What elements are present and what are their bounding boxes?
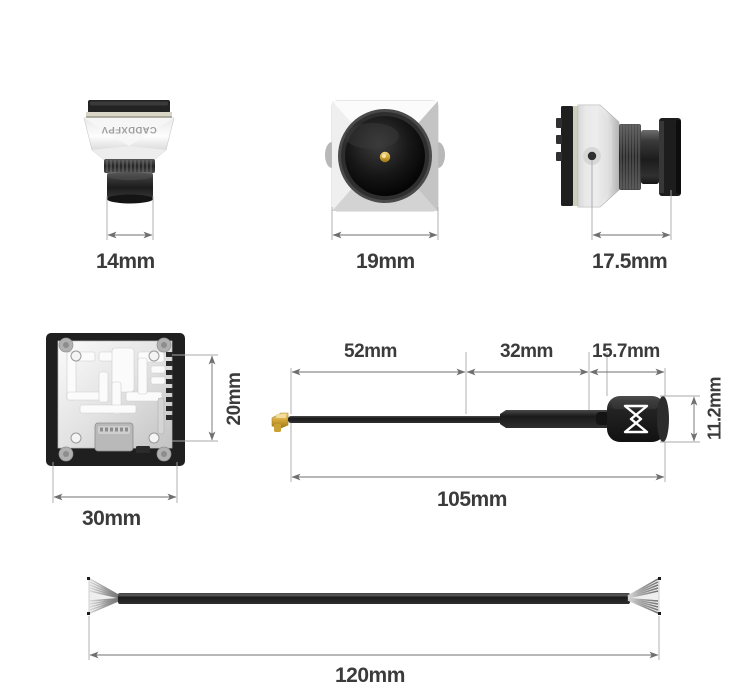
dimension-20mm: [172, 354, 218, 442]
caddxfpv-logo-text: CADDXFPV: [101, 124, 157, 135]
dimension-label-17-5mm: 17.5mm: [592, 250, 668, 273]
cable-right-fan: [627, 577, 661, 615]
dimension-label-15-7mm: 15.7mm: [592, 341, 660, 362]
antenna-illustration: [271, 352, 700, 482]
dimension-label-14mm: 14mm: [96, 250, 155, 273]
dimension-label-19mm: 19mm: [356, 250, 415, 273]
dimension-label-120mm: 120mm: [335, 664, 405, 687]
antenna-head: [607, 396, 669, 442]
cable-illustration: [87, 577, 661, 660]
dimension-19mm: [331, 207, 439, 240]
dimension-label-11-2mm: 11.2mm: [704, 376, 725, 441]
dimension-14mm: [106, 196, 154, 240]
dimension-label-30mm: 30mm: [82, 507, 141, 530]
dimension-label-20mm: 20mm: [224, 372, 245, 426]
camera-angled-illustration: CADDXFPV: [83, 100, 175, 240]
cable-left-fan: [87, 577, 121, 615]
usb-c-connector: [94, 422, 134, 452]
vtx-board-illustration: [46, 333, 218, 503]
dimension-label-105mm: 105mm: [437, 488, 507, 511]
ufl-connector: [271, 412, 289, 432]
camera-side-illustration: [556, 104, 681, 240]
dimension-17-5mm: [591, 160, 672, 240]
dimension-30mm: [52, 462, 178, 503]
dimension-label-52mm: 52mm: [344, 341, 397, 362]
antenna-sigma-logo: [623, 404, 649, 434]
dimension-label-32mm: 32mm: [500, 341, 553, 362]
camera-front-illustration: [325, 100, 445, 240]
